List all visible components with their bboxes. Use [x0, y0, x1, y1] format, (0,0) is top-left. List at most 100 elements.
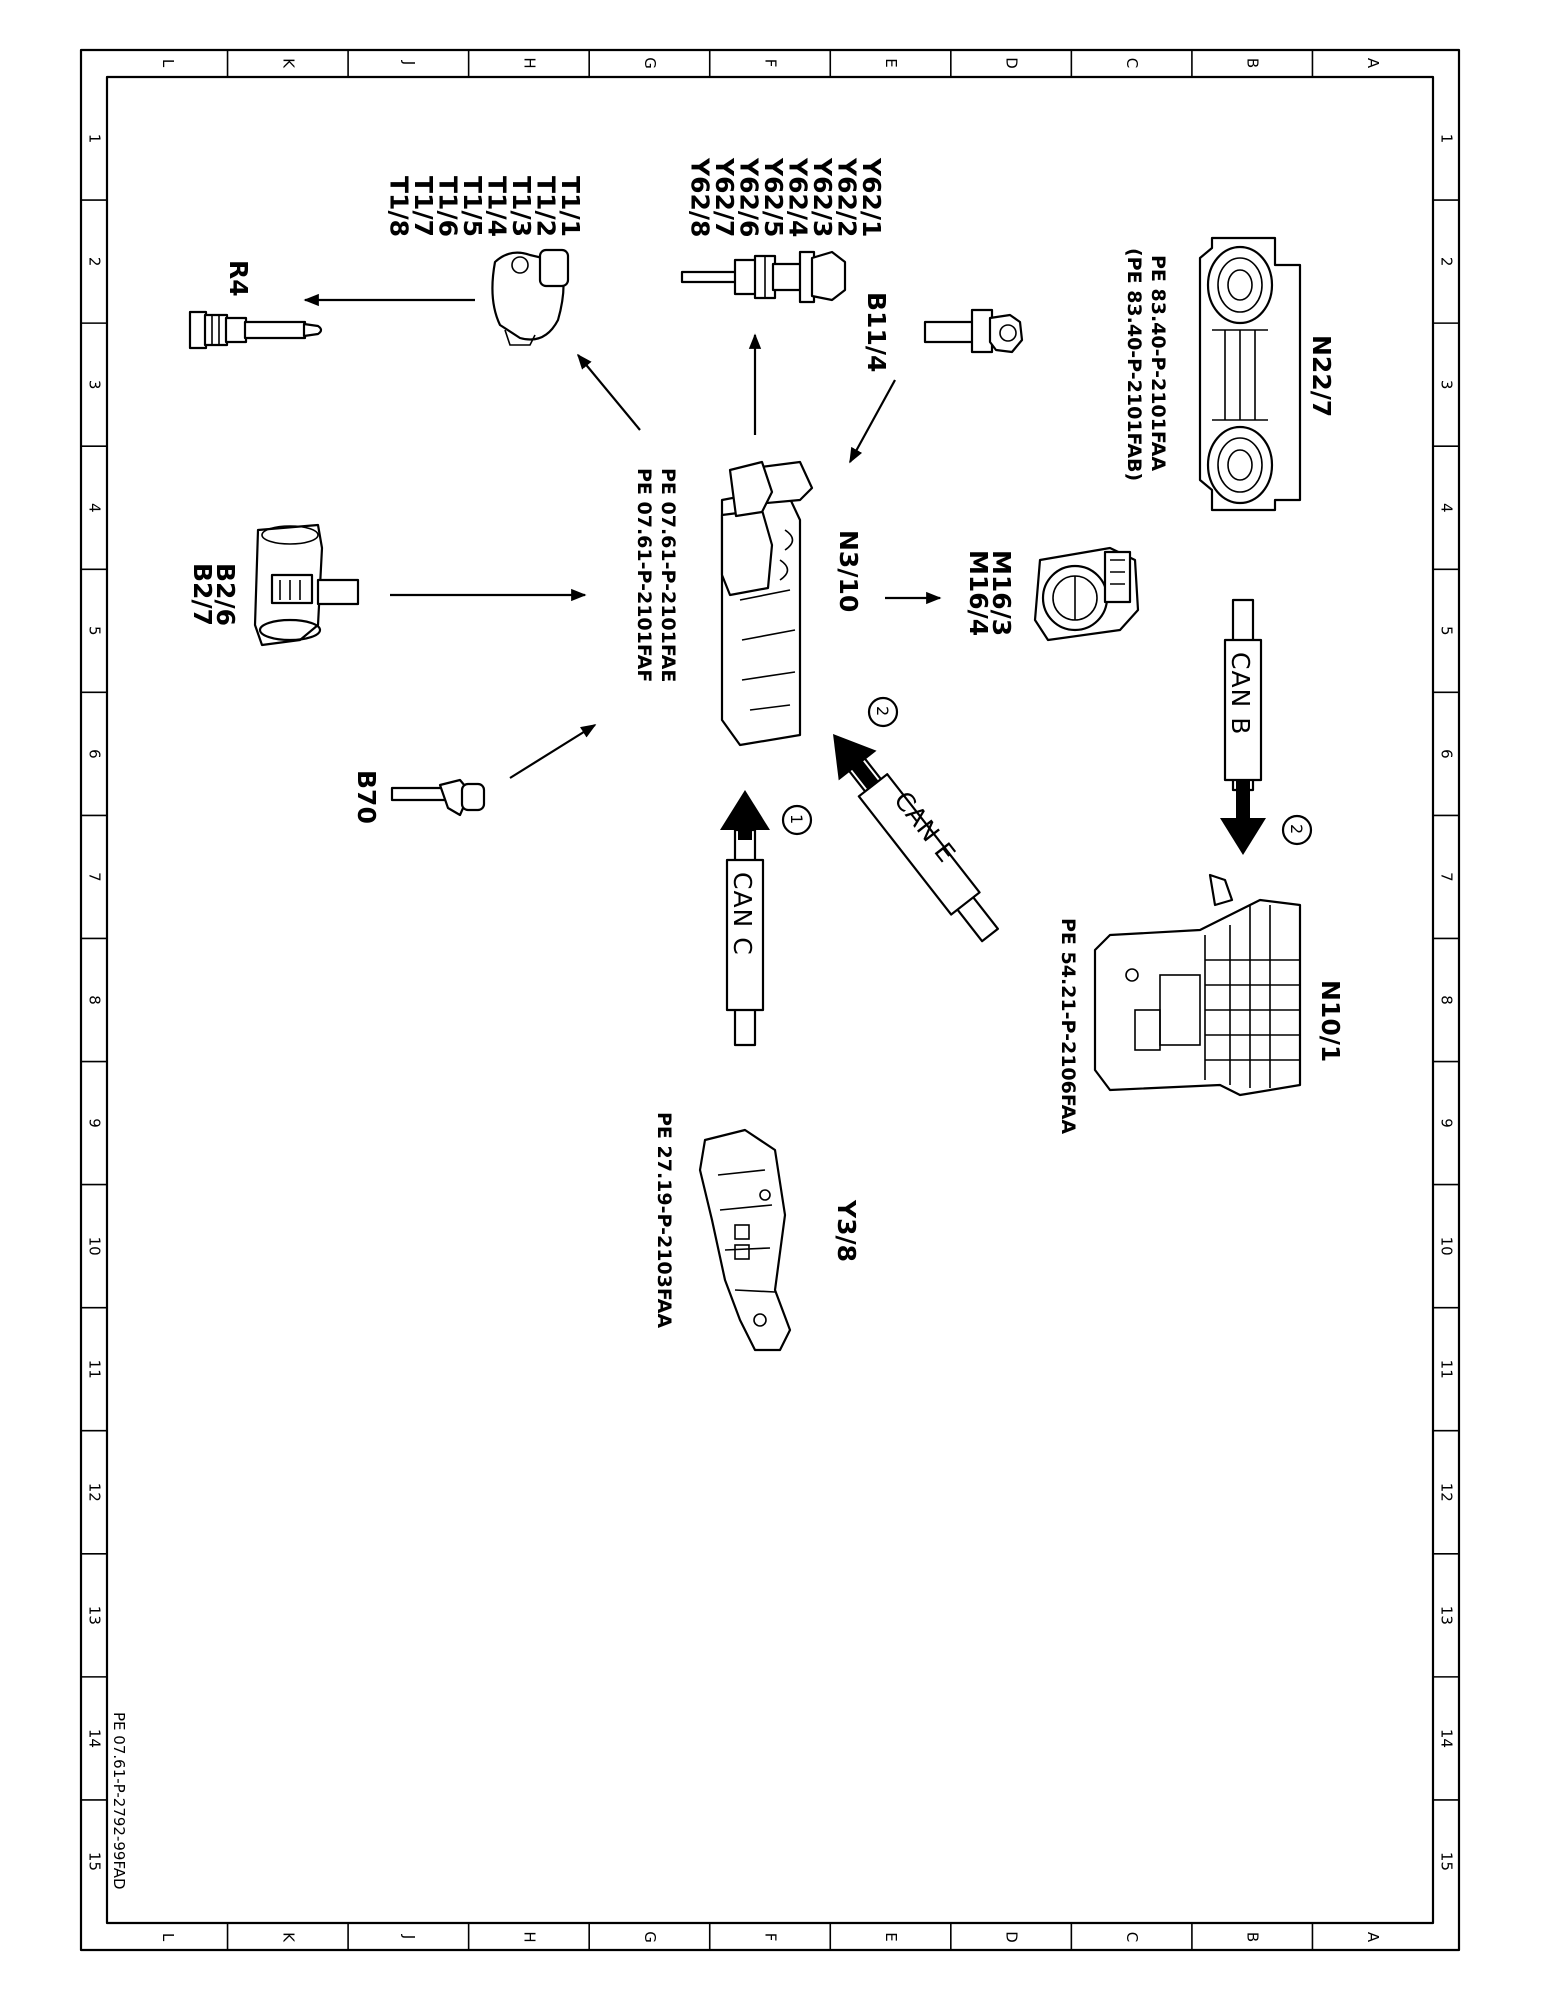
n3-10-ref-2: PE 07.61-P-2101FAF: [633, 468, 655, 682]
grid-col-bottom-K: K: [279, 1932, 297, 1943]
r4-label: R4: [224, 260, 253, 297]
m16-label-1: M16/3: [987, 550, 1016, 636]
grid-row-right-7: 7: [1438, 872, 1456, 882]
frame: [79, 48, 1461, 1952]
grid-col-top-A: A: [1364, 58, 1382, 69]
component-m16-throttle: M16/3 M16/4: [964, 546, 1140, 642]
n22-7-control-panel-drawing: [1198, 236, 1302, 512]
grid-row-left-2: 2: [86, 257, 104, 267]
y3-8-label: Y3/8: [832, 1199, 861, 1262]
grid-row-right-6: 6: [1438, 749, 1456, 759]
component-n3-10-ecu: N3/10 PE 07.61-P-2101FAE PE 07.61-P-2101…: [633, 460, 863, 747]
grid-row-right-5: 5: [1438, 626, 1456, 636]
n22-7-label: N22/7: [1307, 335, 1336, 417]
arrow-from-b70: [509, 724, 597, 779]
can-c-marker: 1: [787, 814, 806, 824]
component-b70-sensor: B70: [352, 770, 486, 824]
n10-1-label: N10/1: [1316, 980, 1345, 1062]
grid-ticks: [81, 50, 1459, 1950]
grid-col-bottom-G: G: [641, 1931, 659, 1943]
can-b-label: CAN B: [1226, 652, 1255, 735]
m16-label-2: M16/4: [964, 550, 993, 636]
grid-row-right-13: 13: [1438, 1606, 1456, 1625]
grid-row-left-15: 15: [86, 1852, 104, 1871]
b2-maf-drawing: [253, 523, 360, 647]
n22-7-ref-1: PE 83.40-P-2101FAA: [1147, 255, 1169, 471]
y3-8-ref: PE 27.19-P-2103FAA: [653, 1112, 675, 1328]
grid-col-bottom-D: D: [1003, 1931, 1021, 1943]
t1-label-3: T1/3: [507, 176, 536, 237]
grid-col-bottom-E: E: [882, 1932, 900, 1941]
t1-label-6: T1/6: [434, 176, 463, 237]
grid-row-left-3: 3: [86, 380, 104, 390]
n3-10-ecu-drawing: [720, 460, 814, 747]
b11-4-label: B11/4: [862, 292, 891, 372]
y62-injector-drawing: [680, 250, 847, 304]
t1-ignition-coil-drawing: [491, 248, 570, 346]
bus-can-e: [833, 734, 999, 943]
y62-label-2: Y62/2: [833, 157, 862, 237]
arrow-from-b11-4: [849, 379, 896, 464]
b70-sensor-drawing: [390, 778, 486, 817]
grid-row-left-9: 9: [86, 1118, 104, 1128]
signal-arrows: [303, 293, 942, 779]
n10-1-ref: PE 54.21-P-2106FAA: [1057, 918, 1079, 1134]
grid-col-bottom-F: F: [762, 1933, 780, 1942]
component-n10-1-sam: N10/1 PE 54.21-P-2106FAA: [1057, 873, 1345, 1134]
grid-row-right-2: 2: [1438, 257, 1456, 267]
grid-col-top-E: E: [882, 58, 900, 67]
grid-row-left-7: 7: [86, 872, 104, 882]
grid-col-bottom-L: L: [159, 1933, 177, 1942]
component-y3-8: Y3/8 PE 27.19-P-2103FAA: [653, 1112, 861, 1352]
grid-row-left-4: 4: [86, 503, 104, 513]
document-code: PE 07.61-P-2792-99FAD: [110, 1712, 128, 1890]
grid-row-left-1: 1: [86, 134, 104, 144]
r4-spark-plug-drawing: [188, 310, 323, 350]
grid-row-left-6: 6: [86, 749, 104, 759]
grid-col-top-J: J: [400, 60, 418, 65]
grid-row-left-13: 13: [86, 1606, 104, 1625]
y62-label-8: Y62/8: [686, 157, 715, 237]
t1-label-7: T1/7: [409, 176, 438, 237]
y62-label-7: Y62/7: [710, 157, 739, 237]
y62-label-4: Y62/4: [784, 157, 813, 237]
grid-row-right-1: 1: [1438, 134, 1456, 144]
t1-label-8: T1/8: [385, 176, 414, 237]
grid-col-bottom-C: C: [1123, 1932, 1141, 1942]
component-n22-7: N22/7 PE 83.40-P-2101FAA (PE 83.40-P-210…: [1123, 236, 1336, 512]
grid-row-right-3: 3: [1438, 380, 1456, 390]
can-e-marker-group: 2: [867, 696, 899, 728]
n22-7-ref-2: (PE 83.40-P-2101FAB): [1123, 248, 1145, 481]
grid-col-top-K: K: [279, 58, 297, 69]
can-c-label: CAN C: [728, 872, 757, 956]
t1-label-2: T1/2: [532, 176, 561, 237]
b2-label-1: B2/6: [211, 563, 240, 626]
bus-can-b: CAN B 2: [1220, 598, 1313, 855]
n3-10-ref-1: PE 07.61-P-2101FAE: [657, 468, 679, 682]
m16-throttle-drawing: [1033, 546, 1140, 642]
component-b11-4: B11/4: [862, 292, 1024, 372]
b70-label: B70: [352, 770, 381, 824]
grid-col-top-H: H: [520, 57, 538, 68]
b11-4-sensor-drawing: [923, 308, 1024, 354]
grid-row-left-12: 12: [86, 1483, 104, 1502]
n10-1-sam-drawing: [1093, 873, 1302, 1097]
grid-col-top-L: L: [159, 59, 177, 68]
y62-label-3: Y62/3: [808, 157, 837, 237]
y3-8-valve-body-drawing: [698, 1128, 792, 1352]
grid-row-left-11: 11: [86, 1360, 104, 1379]
grid-row-right-10: 10: [1438, 1237, 1456, 1256]
can-e-marker: 2: [873, 706, 892, 716]
y62-label-1: Y62/1: [857, 157, 886, 237]
grid-col-top-F: F: [762, 59, 780, 68]
grid-col-bottom-J: J: [400, 1934, 418, 1939]
b2-label-2: B2/7: [188, 563, 217, 626]
grid-row-right-4: 4: [1438, 503, 1456, 513]
grid-row-right-8: 8: [1438, 995, 1456, 1005]
grid-row-left-10: 10: [86, 1237, 104, 1256]
t1-label-5: T1/5: [458, 176, 487, 237]
y62-label-5: Y62/5: [759, 157, 788, 237]
